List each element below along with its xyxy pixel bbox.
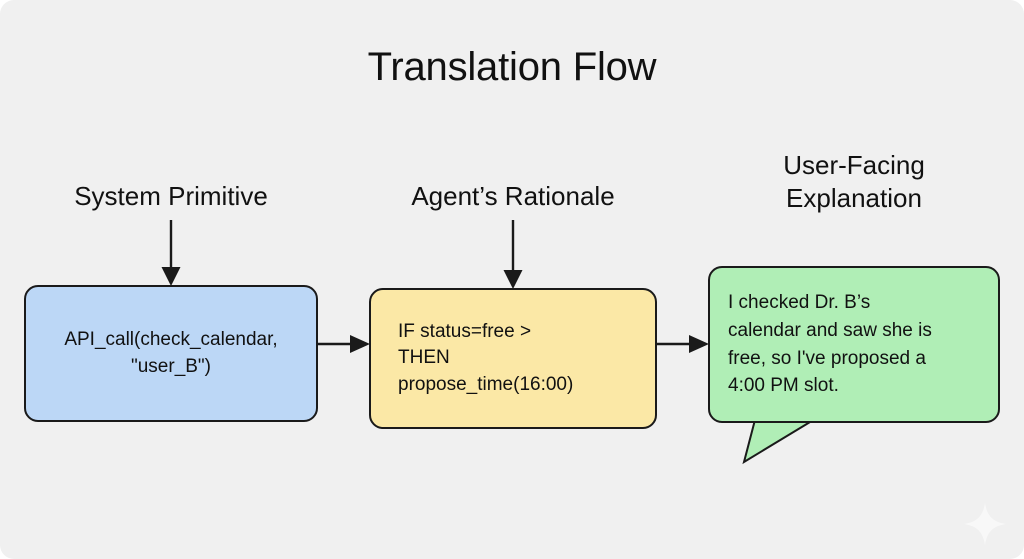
node-user-explanation-text: I checked Dr. B’s calendar and saw she i… [708,266,1000,423]
node-agent-rationale[interactable]: IF status=free > THEN propose_time(16:00… [369,288,657,429]
right-arrow-icon-primitive-to-rationale [316,332,372,361]
right-arrow-icon-rationale-to-explanation [655,332,711,361]
sparkle-icon [964,503,1006,545]
caption-system-primitive: System Primitive [74,181,268,211]
down-arrow-icon-rationale [483,218,543,296]
caption-agent-rationale: Agent’s Rationale [411,181,615,211]
page-title: Translation Flow [367,45,657,89]
down-arrow-icon-primitive [141,218,201,293]
caption-user-facing-explanation: User-Facing Explanation [783,150,925,213]
node-api-call[interactable]: API_call(check_calendar, "user_B") [24,285,318,422]
speech-bubble-user-explanation[interactable]: I checked Dr. B’s calendar and saw she i… [708,266,1000,466]
